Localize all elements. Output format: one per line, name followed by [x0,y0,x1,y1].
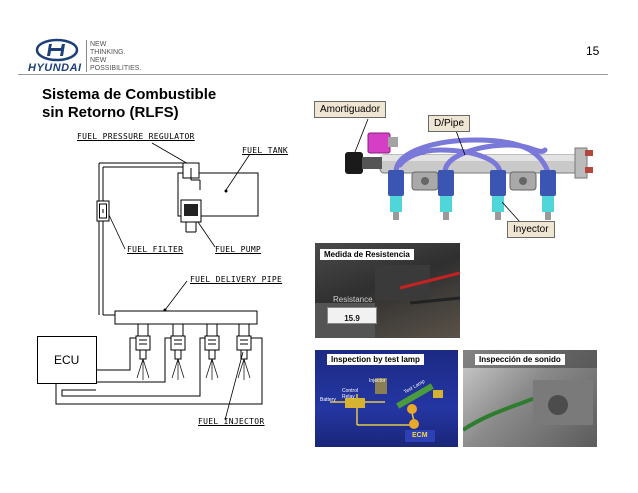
tagline: NEW THINKING. NEW POSSIBILITIES. [90,41,141,73]
label-fuel-injector: FUEL INJECTOR [198,417,265,426]
test-lamp-circuit-icon [330,378,443,442]
resistance-label: Resistance [333,295,373,304]
hyundai-logo-icon [35,38,79,62]
label-fuel-tank: FUEL TANK [242,146,289,155]
tagline-line: POSSIBILITIES. [90,65,142,72]
title-line-1: Sistema de Combustible [42,86,217,103]
resistance-value: 15.9 [344,314,360,323]
test-lamp-photo: Inspection by test lamp Injector Control… [315,350,458,447]
header-rule [18,74,608,75]
label-fuel-pressure-regulator: FUEL PRESSURE REGULATOR [77,132,195,141]
tagline-line: NEW [90,41,107,48]
resistance-readout: 15.9 [327,307,377,324]
callout-amortiguador: Amortiguador [314,101,387,118]
header: HYUNDAI NEW THINKING. NEW POSSIBILITIES.… [0,0,638,80]
label-fuel-pump: FUEL PUMP [215,245,262,254]
lamp-label-control-relay: Control Relay [342,388,359,400]
resistance-photo-title: Medida de Resistencia [320,249,414,260]
page-title: Sistema de Combustible sin Retorno (RLFS… [42,86,216,122]
fuel-rail-photo [345,118,593,223]
sound-inspection-photo: Inspección de sonido [463,350,597,447]
title-line-2: sin Retorno (RLFS) [42,104,179,121]
page-number: 15 [586,44,600,58]
lamp-label-ecm: ECM [412,432,428,439]
fuel-system-diagram [55,142,263,421]
label-fuel-delivery-pipe: FUEL DELIVERY PIPE [190,275,283,284]
ecu-label: ECU [54,353,80,367]
sound-photo-title: Inspección de sonido [475,354,565,365]
callout-inyector: Inyector [507,221,555,238]
callout-dpipe: D/Pipe [428,115,471,132]
tagline-line: THINKING. [90,49,126,56]
resistance-photo: Medida de Resistencia Resistance 15.9 [315,243,460,338]
tagline-divider [86,40,87,72]
label-fuel-filter: FUEL FILTER [127,245,184,254]
brand-name: HYUNDAI [28,62,82,74]
lamp-label-injector: Injector [369,378,386,384]
lamp-label-battery: Battery [320,397,336,403]
test-lamp-photo-title: Inspection by test lamp [327,354,424,365]
ecu-box: ECU [37,336,97,384]
tagline-line: NEW [90,57,107,64]
